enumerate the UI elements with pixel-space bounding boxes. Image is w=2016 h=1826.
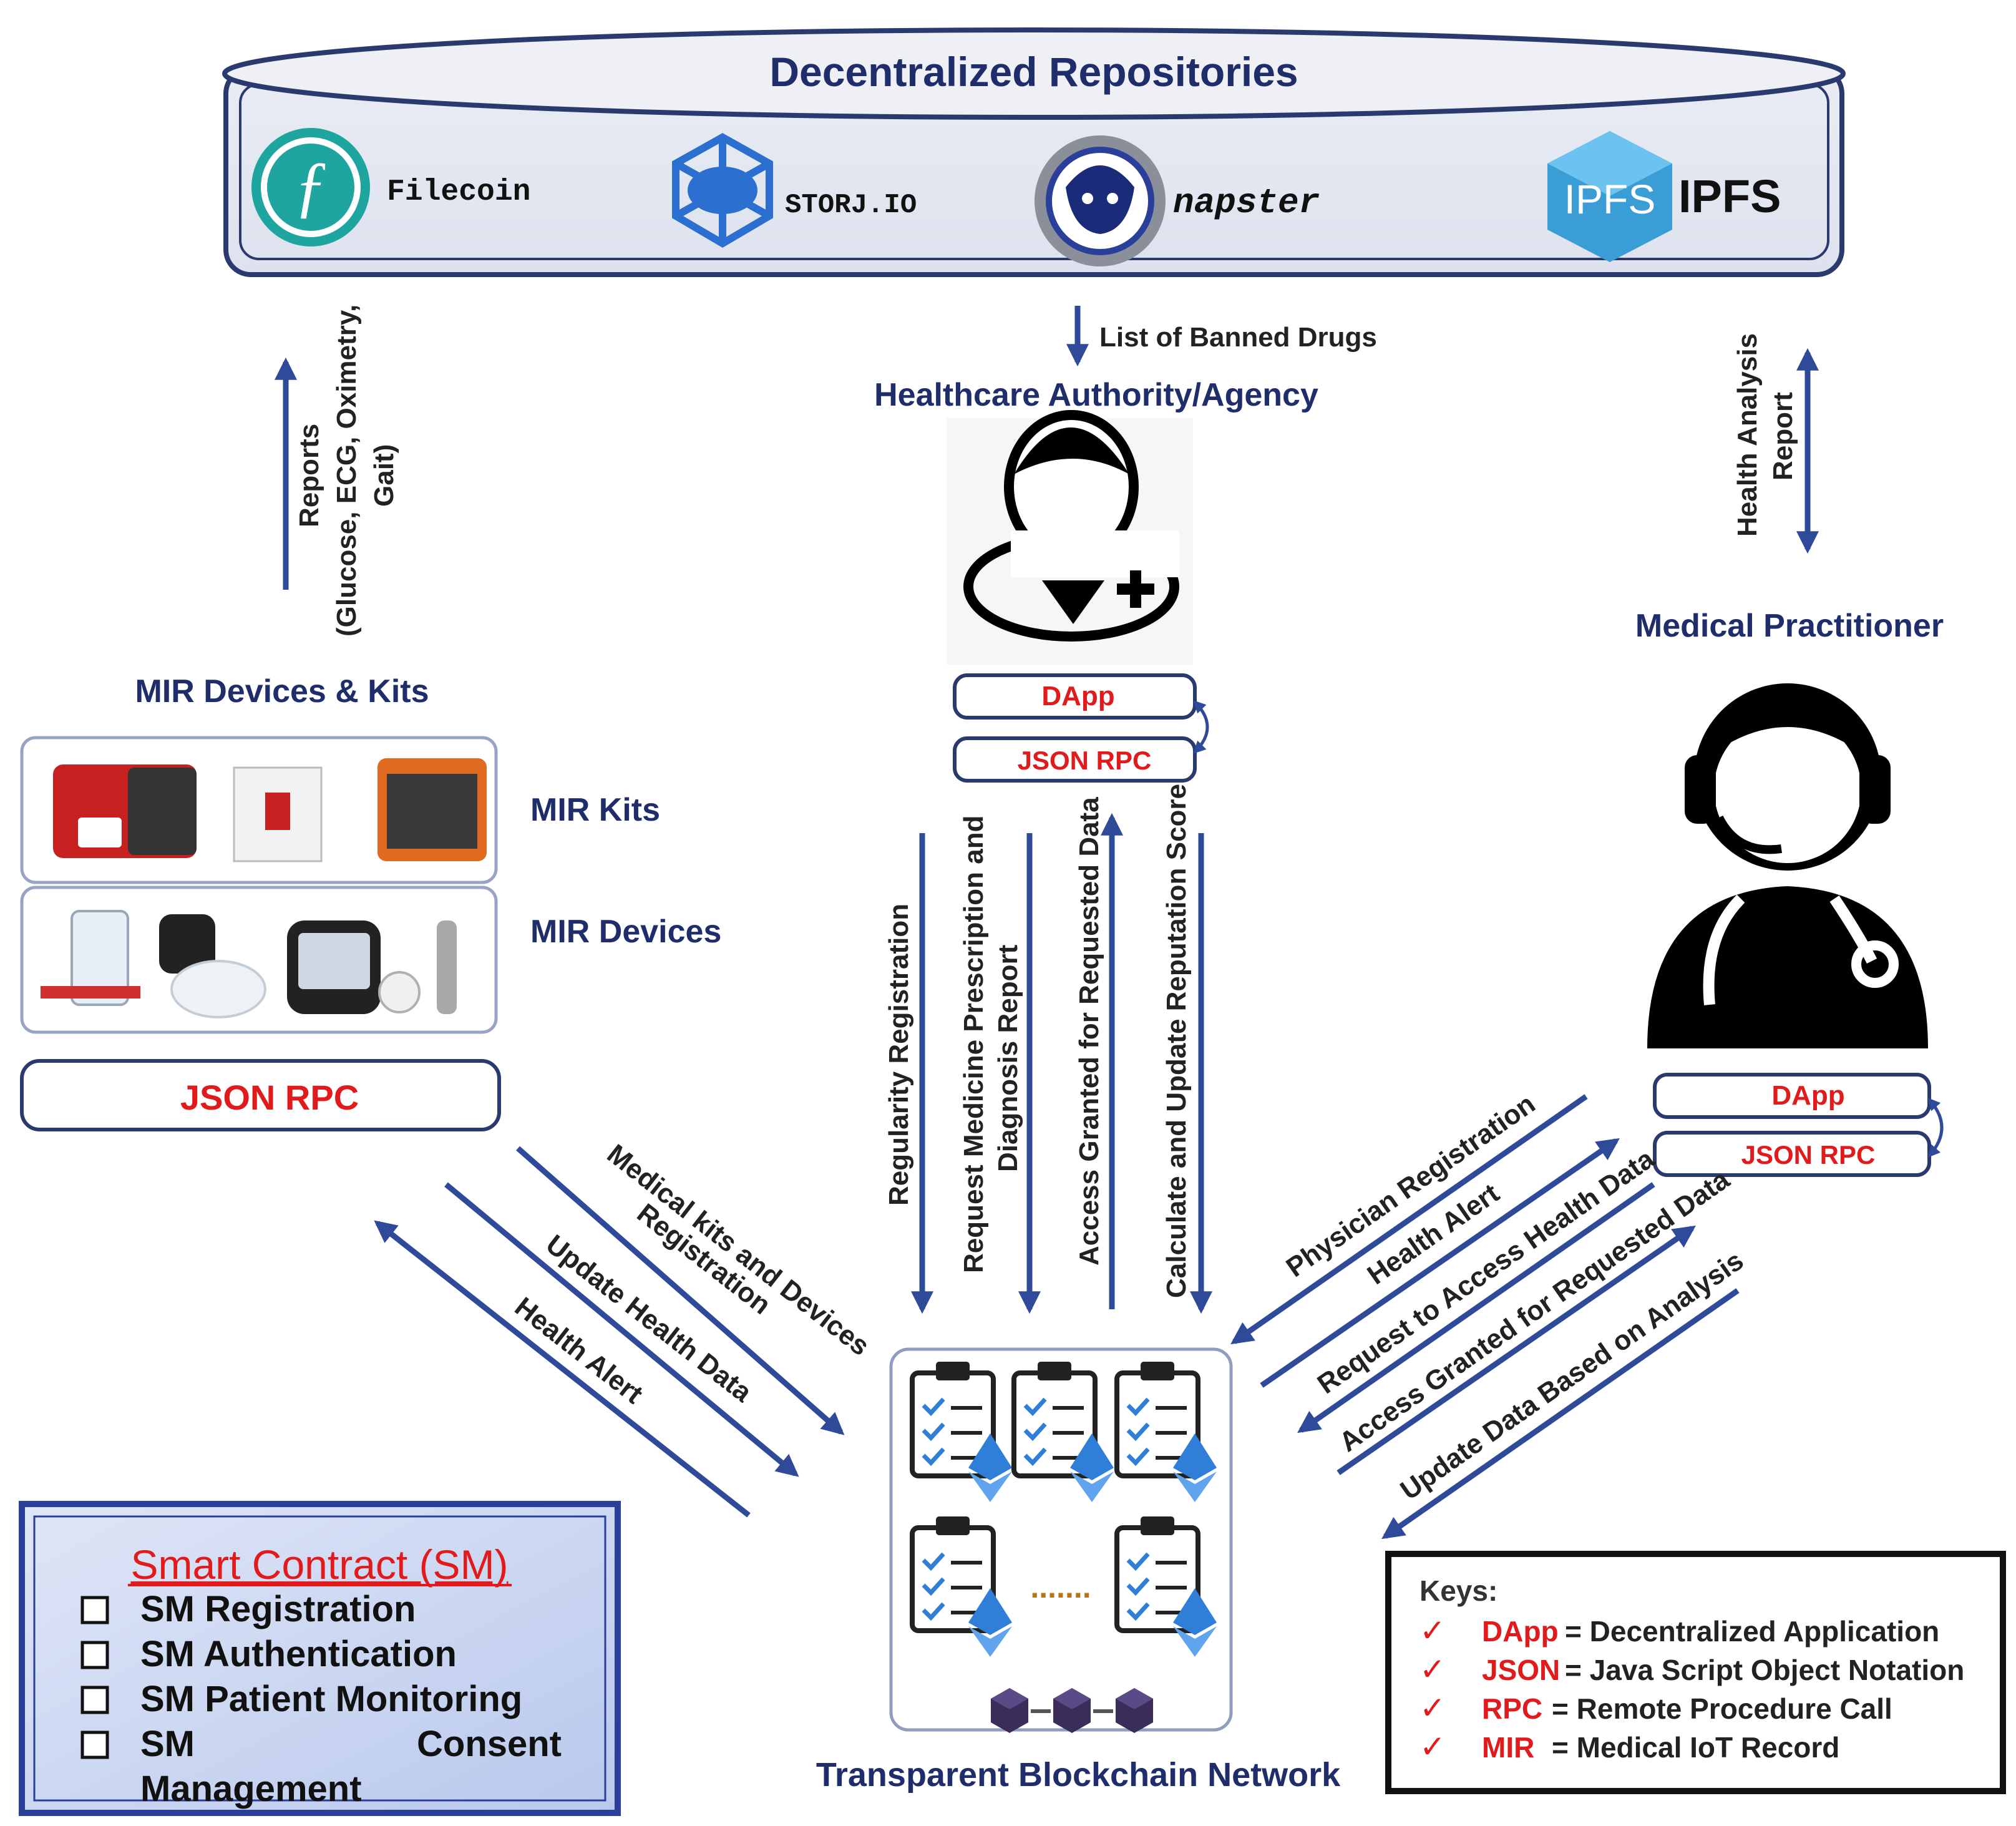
key-def-2: = Java Script Object Notation	[1565, 1654, 1964, 1686]
contract-icon-4	[910, 1516, 1012, 1657]
devices-title: MIR Devices & Kits	[135, 673, 429, 710]
napster-label: napster	[1173, 183, 1320, 223]
check-icon-2: ✓	[1419, 1651, 1446, 1687]
center-flow-2a: Request Medicine Prescription and	[958, 816, 989, 1274]
key-def-3: = Remote Procedure Call	[1552, 1692, 1892, 1725]
center-flow-3: Access Granted for Requested Data	[1074, 797, 1104, 1266]
sm-checkbox-4	[80, 1731, 109, 1759]
smart-contract-panel: Smart Contract (SM) SM Registration SM A…	[19, 1501, 621, 1816]
sm-checkbox-2	[80, 1641, 109, 1669]
key-term-3: RPC	[1482, 1692, 1542, 1725]
sm-item-4b: Consent	[417, 1724, 562, 1764]
banned-drugs-label: List of Banned Drugs	[1099, 322, 1377, 353]
contract-icon-3	[1114, 1362, 1217, 1502]
practitioner-jsonrpc-label: JSON RPC	[1741, 1140, 1876, 1169]
check-icon-1: ✓	[1419, 1613, 1446, 1649]
authority-jsonrpc-box	[953, 736, 1197, 783]
authority-title: Healthcare Authority/Agency	[874, 377, 1318, 413]
practitioner-title: Medical Practitioner	[1635, 608, 1944, 644]
reports-line2: (Glucose, ECG, Oximetry,	[331, 305, 362, 637]
devices-jsonrpc-label: JSON RPC	[180, 1078, 359, 1117]
sm-checkbox-3	[80, 1686, 109, 1714]
check-icon-4: ✓	[1419, 1729, 1446, 1765]
health-report-line1: Health Analysis	[1732, 333, 1763, 537]
filecoin-label: Filecoin	[387, 175, 530, 209]
blockchain-network: ....... Transparent Blockchain Network	[816, 1347, 1341, 1794]
reports-line3: Gait)	[369, 444, 399, 507]
ipfs-icon: IPFS	[1547, 131, 1672, 262]
key-term-2: JSON	[1482, 1654, 1560, 1686]
mir-devices-label: MIR Devices	[530, 914, 721, 950]
doctor-icon	[1647, 683, 1928, 1048]
center-flows: Regularity Registration Request Medicine…	[884, 784, 1212, 1314]
key-def-4: = Medical IoT Record	[1552, 1731, 1839, 1764]
svg-text:ƒ: ƒ	[294, 148, 328, 224]
reports-line1: Reports	[294, 424, 324, 527]
blockchain-title: Transparent Blockchain Network	[816, 1756, 1341, 1794]
practitioner-dapp-label: DApp	[1771, 1080, 1844, 1111]
practitioner-dapp-box	[1653, 1073, 1931, 1119]
keys-title: Keys:	[1419, 1575, 1497, 1607]
smart-contract-title: Smart Contract (SM)	[130, 1541, 508, 1588]
contract-icon-2	[1011, 1362, 1114, 1502]
mir-kits-label: MIR Kits	[530, 792, 660, 828]
key-term-4: MIR	[1482, 1731, 1534, 1764]
authority-person-icon	[947, 410, 1193, 665]
medical-practitioner: Health Analysis Report Medical Practitio…	[1635, 333, 1944, 1177]
key-term-1: DApp	[1482, 1615, 1559, 1648]
ipfs-logo-text: IPFS	[1564, 176, 1656, 222]
filecoin-icon: ƒ	[251, 128, 370, 247]
ipfs-label: IPFS	[1678, 170, 1781, 222]
left-flows: Medical kits and Devices Registration Up…	[374, 1138, 875, 1518]
mir-devices-kits: Reports (Glucose, ECG, Oximetry, Gait) M…	[20, 305, 721, 1131]
healthcare-authority: List of Banned Drugs Healthcare Authorit…	[874, 306, 1377, 783]
check-icon-3: ✓	[1419, 1690, 1446, 1726]
key-def-1: = Decentralized Application	[1565, 1615, 1939, 1648]
authority-dapp-box	[953, 673, 1197, 720]
sm-item-4a: SM	[140, 1724, 195, 1764]
sm-item-1: SM Registration	[140, 1589, 416, 1629]
center-flow-4: Calculate and Update Reputation Score	[1161, 784, 1192, 1298]
contracts-ellipsis: .......	[1030, 1570, 1091, 1604]
devices-jsonrpc-box	[20, 1059, 501, 1131]
block-chain-icon	[991, 1688, 1153, 1733]
sm-item-4c: Management	[140, 1769, 362, 1809]
contract-icon-1	[910, 1362, 1012, 1502]
contract-icon-5	[1114, 1516, 1217, 1657]
decentralized-repositories: Decentralized Repositories ƒ Filecoin ST…	[222, 27, 1846, 277]
repositories-title: Decentralized Repositories	[769, 49, 1298, 95]
keys-panel: Keys: ✓ DApp = Decentralized Application…	[1385, 1551, 2006, 1794]
storj-label: STORJ.IO	[785, 190, 917, 221]
sm-item-2: SM Authentication	[140, 1634, 457, 1674]
center-flow-1: Regularity Registration	[884, 904, 914, 1206]
authority-dapp-label: DApp	[1041, 681, 1114, 711]
health-report-line2: Report	[1768, 392, 1798, 481]
center-flow-2b: Diagnosis Report	[993, 944, 1023, 1172]
sm-checkbox-1	[80, 1596, 109, 1624]
sm-item-3: SM Patient Monitoring	[140, 1679, 522, 1719]
storj-icon	[672, 133, 773, 248]
authority-jsonrpc-label: JSON RPC	[1018, 746, 1152, 775]
napster-icon	[1035, 135, 1166, 266]
